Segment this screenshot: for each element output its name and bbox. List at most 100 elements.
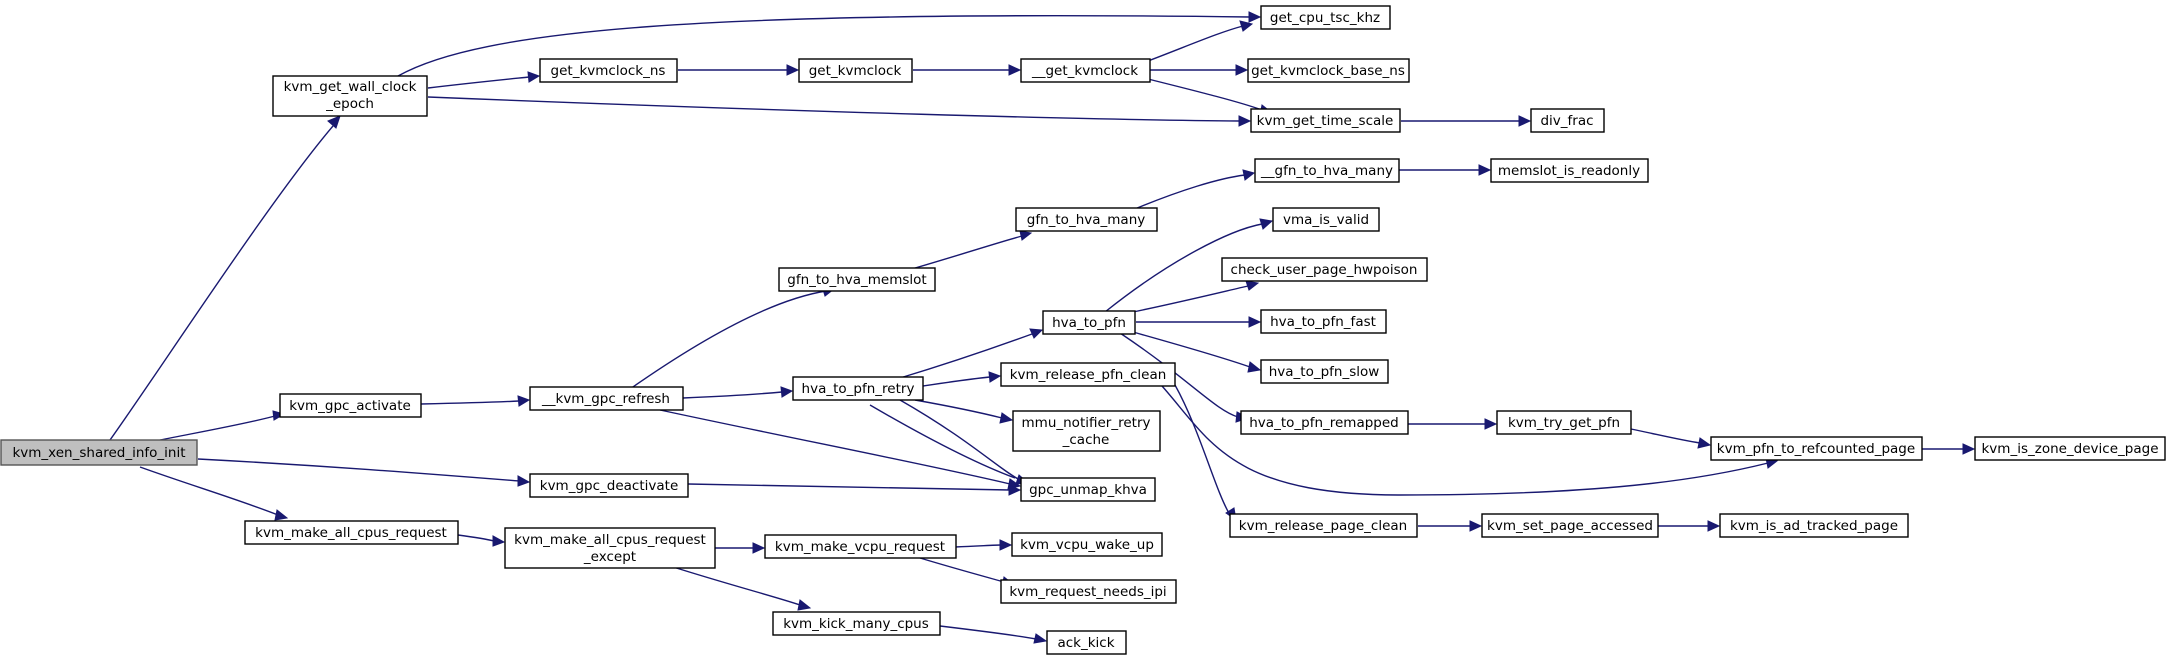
node-label: get_kvmclock_base_ns xyxy=(1251,63,1405,79)
node-__kvm-gpc-refresh[interactable]: __kvm_gpc_refresh xyxy=(529,386,684,411)
node-label: div_frac xyxy=(1540,113,1593,129)
edge-root-to-gpc-deactivate xyxy=(197,458,520,482)
node-kvm-is-ad-tracked-page[interactable]: kvm_is_ad_tracked_page xyxy=(1719,513,1909,538)
node-kvm-make-all-cpus-request[interactable]: kvm_make_all_cpus_request xyxy=(244,520,459,545)
edge-arrow xyxy=(1697,437,1712,449)
node-label: vma_is_valid xyxy=(1283,212,1369,228)
edge-arrow xyxy=(1469,520,1483,532)
node-__gfn-to-hva-many[interactable]: __gfn_to_hva_many xyxy=(1254,158,1400,183)
edge-arrow xyxy=(797,599,812,611)
edge-arrow xyxy=(517,475,531,487)
edge-hva-pfn-to-vma xyxy=(1104,223,1263,313)
nodes: kvm_xen_shared_info_init kvm_get_wall_cl… xyxy=(0,5,2166,655)
node-label: get_kvmclock_ns xyxy=(551,63,666,79)
node-kvm-make-all-cpus-request-except[interactable]: kvm_make_all_cpus_request _except xyxy=(504,527,716,569)
node-label: get_cpu_tsc_khz xyxy=(1270,10,1380,26)
node-label: kvm_pfn_to_refcounted_page xyxy=(1717,441,1915,457)
node-check-user-page-hwpoison[interactable]: check_user_page_hwpoison xyxy=(1221,257,1428,282)
node-gfn-to-hva-many[interactable]: gfn_to_hva_many xyxy=(1015,207,1158,232)
node-kvm-set-page-accessed[interactable]: kvm_set_page_accessed xyxy=(1481,513,1659,538)
node-get-kvmclock-base-ns[interactable]: get_kvmclock_base_ns xyxy=(1247,58,1410,83)
edge-retry-to-unmap-alt xyxy=(869,404,1016,479)
node-label: _epoch xyxy=(325,96,374,112)
node-hva-to-pfn-retry[interactable]: hva_to_pfn_retry xyxy=(792,376,924,401)
edge-arrow xyxy=(1247,361,1262,373)
edge-arrow xyxy=(1518,115,1532,127)
node-label: _except xyxy=(583,549,636,565)
edge-wall-clock-to-kvmclock-ns xyxy=(427,76,530,89)
node-hva-to-pfn-remapped[interactable]: hva_to_pfn_remapped xyxy=(1240,410,1409,435)
node-label: _cache xyxy=(1062,432,1110,448)
edge-arrow xyxy=(1245,280,1260,291)
node-kvm-request-needs-ipi[interactable]: kvm_request_needs_ipi xyxy=(1000,579,1177,604)
node-get-cpu-tsc-khz[interactable]: get_cpu_tsc_khz xyxy=(1260,5,1391,30)
node-label: kvm_make_vcpu_request xyxy=(775,539,945,555)
node-__get-kvmclock[interactable]: __get_kvmclock xyxy=(1020,58,1151,83)
edge-arrow xyxy=(786,64,800,76)
edge-arrow xyxy=(492,535,506,547)
node-get-kvmclock[interactable]: get_kvmclock xyxy=(798,58,913,83)
edge-arrow xyxy=(1248,316,1262,328)
node-kvm-release-pfn-clean[interactable]: kvm_release_pfn_clean xyxy=(1000,362,1176,387)
node-memslot-is-readonly[interactable]: memslot_is_readonly xyxy=(1490,158,1649,183)
edge-release-pfn-to-refcounted xyxy=(1161,385,1769,496)
edge-retry-to-mmu-notifier xyxy=(914,399,1003,419)
node-kvm-get-time-scale[interactable]: kvm_get_time_scale xyxy=(1250,108,1401,133)
node-hva-to-pfn-slow[interactable]: hva_to_pfn_slow xyxy=(1260,359,1389,384)
node-kvm-get-wall-clock-epoch[interactable]: kvm_get_wall_clock _epoch xyxy=(272,75,428,117)
node-label: hva_to_pfn_fast xyxy=(1270,314,1376,330)
node-get-kvmclock-ns[interactable]: get_kvmclock_ns xyxy=(539,58,678,83)
node-kvm-make-vcpu-request[interactable]: kvm_make_vcpu_request xyxy=(764,534,957,559)
edge-arrow xyxy=(517,395,531,407)
edge-refresh-to-unmap xyxy=(659,409,1011,485)
edge-arrow xyxy=(1019,230,1033,241)
node-label: kvm_xen_shared_info_init xyxy=(12,445,185,461)
node-label: gfn_to_hva_many xyxy=(1027,212,1145,228)
node-label: kvm_make_all_cpus_request xyxy=(255,525,447,541)
node-kvm-is-zone-device-page[interactable]: kvm_is_zone_device_page xyxy=(1974,436,2166,461)
node-label: kvm_is_ad_tracked_page xyxy=(1730,518,1898,534)
node-kvm-gpc-activate[interactable]: kvm_gpc_activate xyxy=(279,393,422,418)
edge-get-kvmclock-to-time-scale xyxy=(1147,78,1263,111)
edge-arrow xyxy=(327,115,341,129)
node-label: get_kvmclock xyxy=(809,63,902,79)
node-label: kvm_make_all_cpus_request xyxy=(514,532,706,548)
node-label: kvm_vcpu_wake_up xyxy=(1020,537,1154,553)
node-label: ack_kick xyxy=(1057,635,1114,651)
node-hva-to-pfn-fast[interactable]: hva_to_pfn_fast xyxy=(1260,309,1387,334)
edge-release-pfn-to-release-page xyxy=(1174,384,1231,516)
edge-kick-many-to-ack-kick xyxy=(939,625,1037,640)
node-kvm-kick-many-cpus[interactable]: kvm_kick_many_cpus xyxy=(772,611,941,636)
node-gpc-unmap-khva[interactable]: gpc_unmap_khva xyxy=(1020,477,1156,502)
node-label: gpc_unmap_khva xyxy=(1029,482,1147,498)
node-kvm-gpc-deactivate[interactable]: kvm_gpc_deactivate xyxy=(529,473,689,498)
node-div-frac[interactable]: div_frac xyxy=(1530,108,1605,133)
edge-arrow xyxy=(1242,169,1256,181)
node-hva-to-pfn[interactable]: hva_to_pfn xyxy=(1042,310,1136,335)
node-label: kvm_kick_many_cpus xyxy=(783,616,929,632)
node-label: kvm_set_page_accessed xyxy=(1487,518,1653,534)
edge-arrow xyxy=(527,71,541,83)
node-kvm-pfn-to-refcounted-page[interactable]: kvm_pfn_to_refcounted_page xyxy=(1710,436,1923,461)
edge-refresh-to-retry xyxy=(682,391,783,399)
node-vma-is-valid[interactable]: vma_is_valid xyxy=(1272,207,1380,232)
node-label: kvm_release_pfn_clean xyxy=(1010,367,1167,383)
node-ack-kick[interactable]: ack_kick xyxy=(1046,630,1127,655)
edge-arrow xyxy=(1239,20,1254,32)
edge-arrow xyxy=(1962,443,1976,455)
node-kvm-vcpu-wake-up[interactable]: kvm_vcpu_wake_up xyxy=(1011,532,1163,557)
edge-activate-to-refresh xyxy=(420,400,520,405)
node-label: __kvm_gpc_refresh xyxy=(541,391,670,407)
node-label: check_user_page_hwpoison xyxy=(1231,262,1418,278)
node-kvm-xen-shared-info-init[interactable]: kvm_xen_shared_info_init xyxy=(0,439,198,466)
edges xyxy=(109,11,1976,644)
node-label: hva_to_pfn_retry xyxy=(802,381,915,397)
node-mmu-notifier-retry-cache[interactable]: mmu_notifier_retry _cache xyxy=(1012,410,1161,452)
node-gfn-to-hva-memslot[interactable]: gfn_to_hva_memslot xyxy=(778,267,936,292)
edge-retry-to-unmap xyxy=(899,399,1021,481)
node-label: memslot_is_readonly xyxy=(1498,163,1640,179)
edge-arrow xyxy=(1029,328,1044,339)
node-kvm-release-page-clean[interactable]: kvm_release_page_clean xyxy=(1229,513,1418,538)
edge-arrow xyxy=(999,412,1014,424)
node-kvm-try-get-pfn[interactable]: kvm_try_get_pfn xyxy=(1496,410,1632,435)
